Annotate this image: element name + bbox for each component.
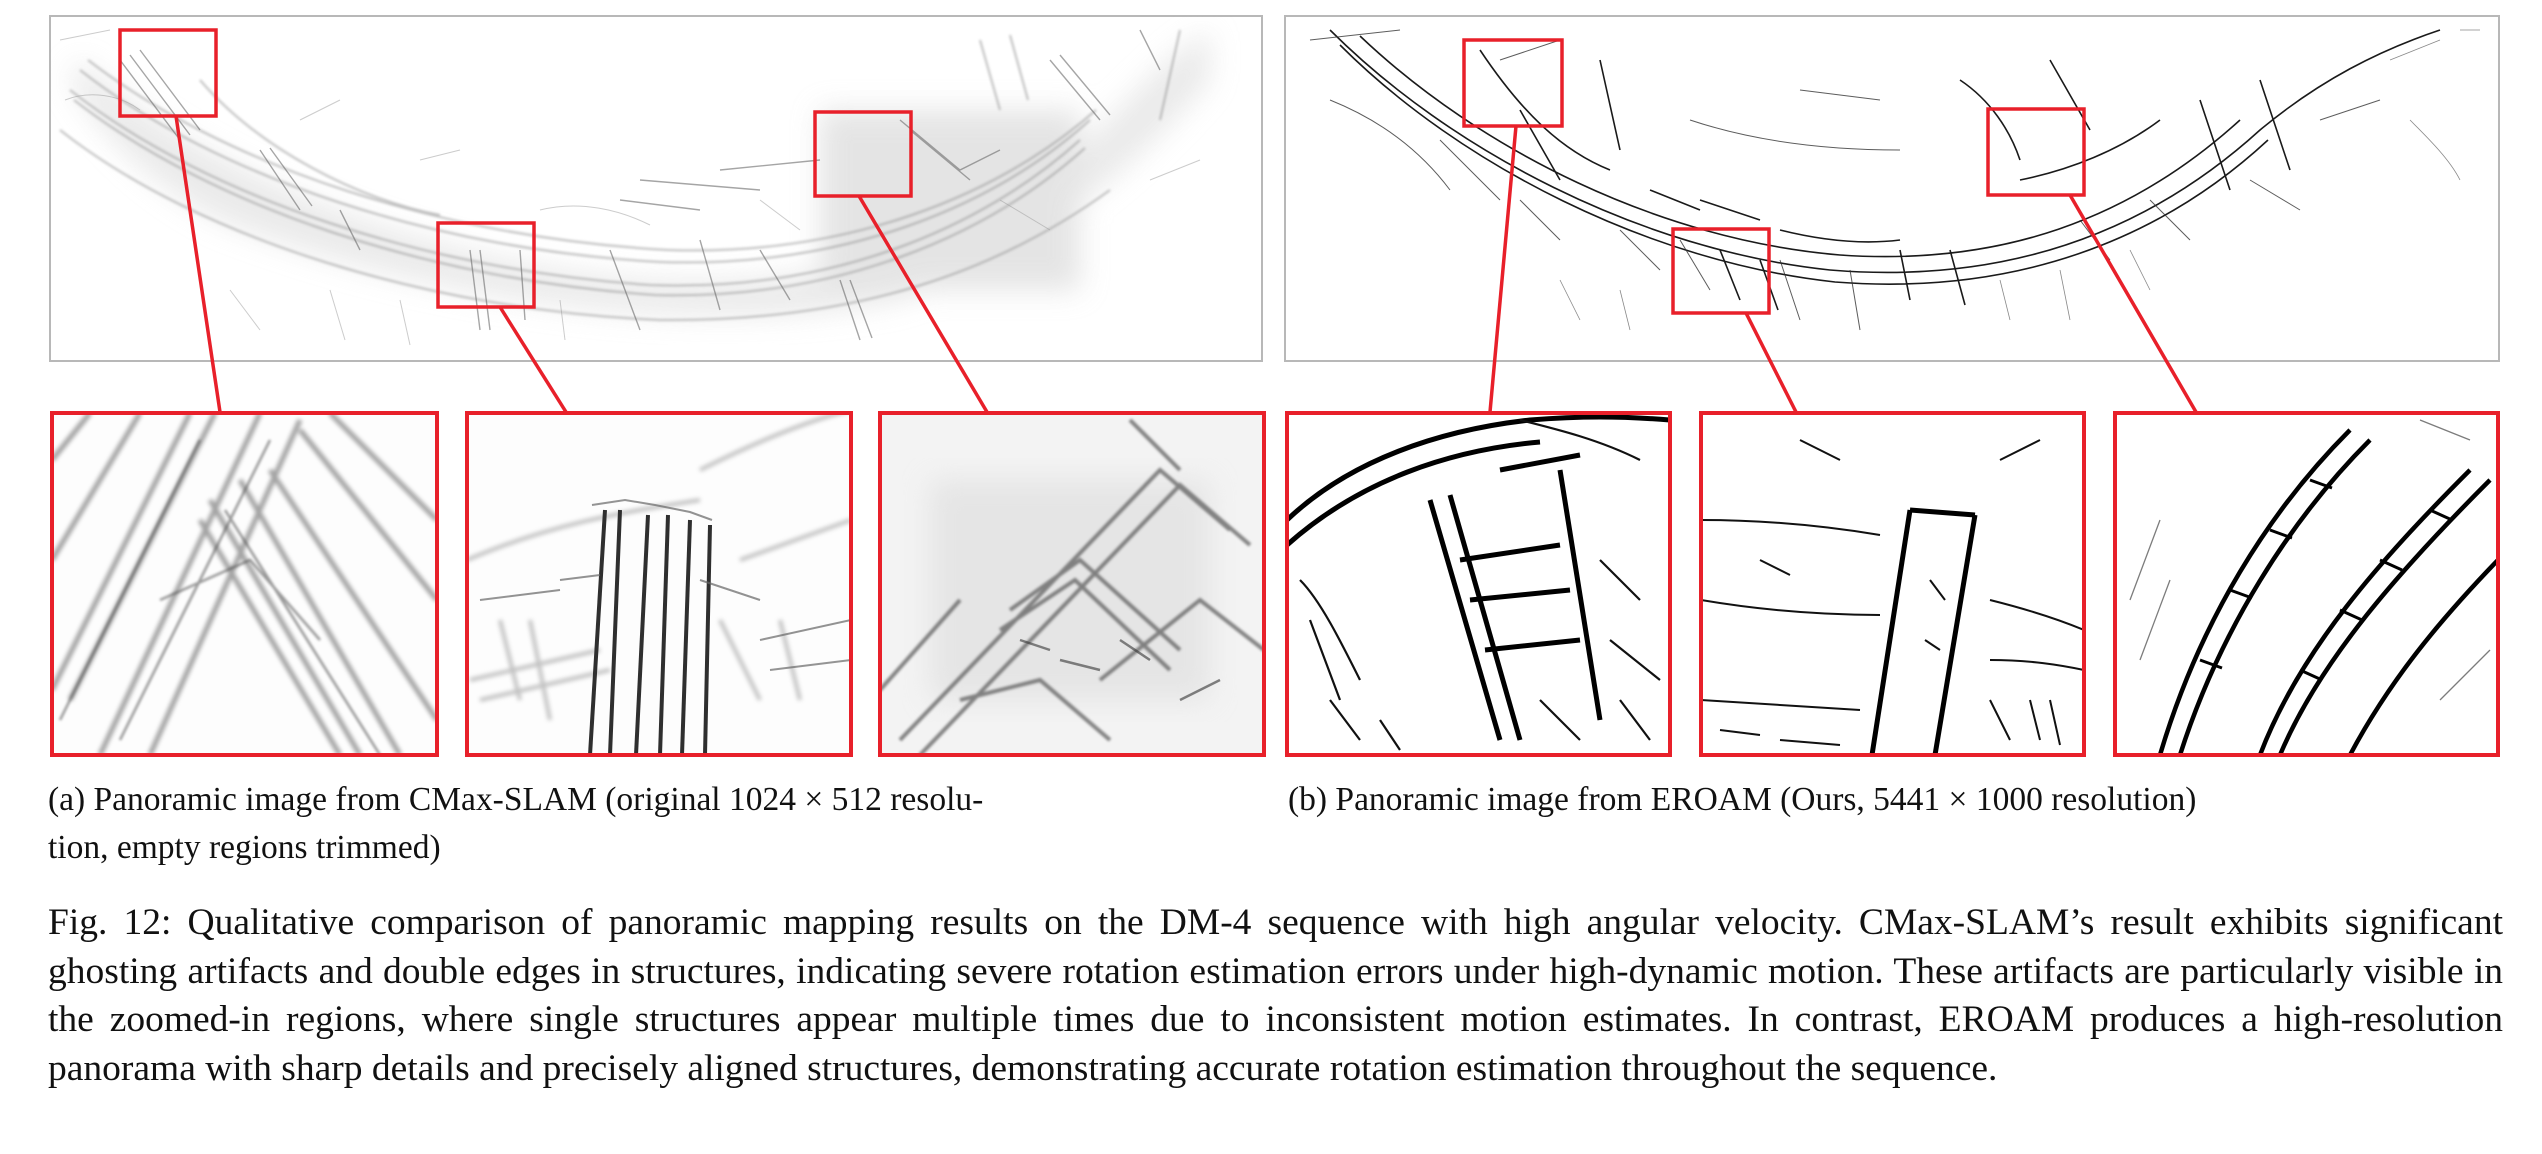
zoom-panel-a-2	[465, 411, 853, 757]
panorama-eroam	[1284, 15, 2500, 362]
connector-lines	[174, 115, 2198, 413]
figure-graphic	[49, 15, 2500, 757]
zoom-panel-b-1	[1285, 411, 1672, 757]
zoom-panel-a-1	[50, 411, 439, 757]
subfigure-a-caption: (a) Panoramic image from CMax-SLAM (orig…	[48, 776, 1276, 872]
zoom-panel-b-2	[1699, 411, 2086, 757]
subfigure-a-caption-line1: (a) Panoramic image from CMax-SLAM (orig…	[48, 781, 984, 818]
subfigure-a-caption-line2: tion, empty regions trimmed)	[48, 829, 441, 866]
subfigure-b-caption: (b) Panoramic image from EROAM (Ours, 54…	[1288, 781, 2197, 818]
figure-caption: Fig. 12: Qualitative comparison of panor…	[48, 902, 2503, 1089]
panorama-cmax-slam	[49, 15, 1263, 362]
zoom-panel-a-3	[878, 411, 1266, 757]
zoom-panel-b-3	[2113, 411, 2500, 757]
